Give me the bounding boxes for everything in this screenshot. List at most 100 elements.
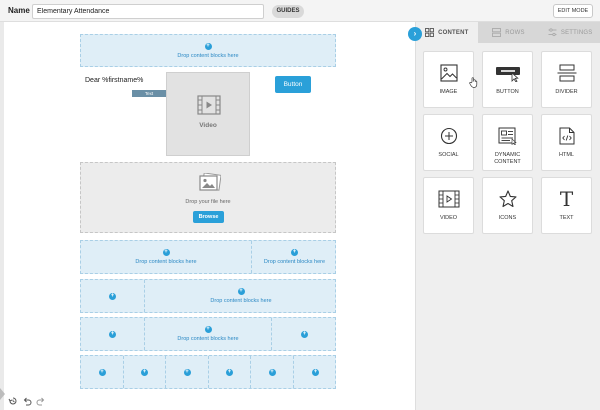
dynamic-content-icon	[498, 126, 518, 146]
tile-label: DIVIDER	[555, 89, 578, 95]
drop-column[interactable]: +	[81, 280, 145, 312]
collapse-left-arrow-icon[interactable]	[0, 388, 5, 400]
drop-column[interactable]: +	[209, 356, 251, 388]
tile-label: BUTTON	[496, 89, 519, 95]
video-icon	[438, 189, 460, 209]
tab-settings[interactable]: SETTINGS	[539, 22, 600, 43]
drop-text: Drop content blocks here	[177, 336, 239, 342]
content-block-icons[interactable]: ICONS	[482, 177, 533, 234]
content-block-html[interactable]: HTML	[541, 114, 592, 171]
image-upload-block[interactable]: Drop your file here Browse	[80, 162, 336, 233]
tile-label: IMAGE	[439, 89, 458, 95]
drop-column[interactable]: +	[294, 356, 337, 388]
grid-icon	[425, 28, 435, 37]
tile-label: TEXT	[559, 215, 574, 221]
tile-label: HTML	[559, 152, 574, 158]
browse-button[interactable]: Browse	[193, 211, 224, 223]
tab-label: ROWS	[505, 29, 525, 36]
plus-icon: +	[141, 368, 148, 376]
tab-content[interactable]: CONTENT	[416, 22, 478, 43]
content-block-button[interactable]: BUTTON	[482, 51, 533, 108]
drop-column[interactable]: + Drop content blocks here	[252, 241, 337, 273]
content-block-text[interactable]: T TEXT	[541, 177, 592, 234]
drop-text: Drop content blocks here	[135, 259, 197, 265]
video-block[interactable]: Video	[166, 72, 250, 156]
drop-column[interactable]: + Drop content blocks here	[81, 241, 252, 273]
tile-label: DYNAMIC CONTENT	[494, 152, 521, 165]
drop-column[interactable]: +	[124, 356, 166, 388]
content-block-divider[interactable]: DIVIDER	[541, 51, 592, 108]
drop-column[interactable]: + Drop content blocks here	[81, 35, 335, 66]
divider-icon	[557, 63, 577, 83]
rows-icon	[492, 28, 502, 37]
panel-toggle-chevron-icon[interactable]: ›	[408, 27, 422, 41]
history-toolbar	[8, 396, 46, 406]
plus-icon: +	[98, 368, 106, 376]
upload-text: Drop your file here	[185, 199, 231, 205]
plus-icon: +	[237, 288, 245, 295]
text-block-tag[interactable]: Text	[132, 90, 166, 97]
drop-zone-row[interactable]: + + Drop content blocks here +	[80, 317, 336, 351]
content-block-grid: IMAGE BUTTON DIVIDER SOCIAL	[423, 51, 595, 234]
drop-zone-row[interactable]: + + + + + +	[80, 355, 336, 389]
plus-icon: +	[162, 249, 170, 256]
history-icon[interactable]	[8, 396, 18, 406]
drop-zone-row[interactable]: + Drop content blocks here	[80, 34, 336, 67]
video-label: Video	[199, 122, 217, 129]
hand-cursor-icon	[469, 75, 479, 93]
drop-column[interactable]: + Drop content blocks here	[145, 280, 337, 312]
drop-column[interactable]: +	[81, 318, 145, 350]
tab-label: SETTINGS	[560, 29, 593, 36]
tile-label: VIDEO	[439, 215, 458, 221]
top-bar: Name GUIDES EDIT MODE	[0, 0, 600, 22]
plus-icon: +	[291, 249, 298, 256]
plus-icon: +	[109, 292, 116, 300]
content-block-image[interactable]: IMAGE	[423, 51, 478, 108]
text-icon: T	[559, 187, 574, 211]
image-icon	[439, 63, 458, 83]
drop-text: Drop content blocks here	[210, 298, 272, 304]
content-button[interactable]: Button	[275, 76, 311, 93]
left-rail	[0, 22, 4, 410]
settings-icon	[548, 28, 557, 37]
drop-zone-row[interactable]: + Drop content blocks here + Drop conten…	[80, 240, 336, 274]
plus-icon: +	[312, 368, 319, 376]
button-icon	[495, 63, 521, 83]
html-icon	[559, 126, 575, 146]
guides-button[interactable]: GUIDES	[272, 5, 304, 18]
tab-label: CONTENT	[438, 29, 469, 36]
content-block-video[interactable]: VIDEO	[423, 177, 474, 234]
drop-column[interactable]: +	[251, 356, 294, 388]
tile-label: ICONS	[498, 215, 517, 221]
drop-column[interactable]: +	[81, 356, 124, 388]
name-label: Name	[8, 6, 30, 15]
drop-column[interactable]: + Drop content blocks here	[145, 318, 272, 350]
social-icon	[440, 126, 458, 146]
star-icon	[498, 189, 517, 209]
drop-column[interactable]: +	[272, 318, 337, 350]
content-block-social[interactable]: SOCIAL	[423, 114, 474, 171]
plus-icon: +	[204, 326, 212, 333]
plus-icon: +	[268, 368, 276, 376]
name-input[interactable]	[32, 4, 264, 19]
undo-icon[interactable]	[22, 396, 32, 406]
greeting-text[interactable]: Dear %firstname%	[85, 77, 144, 84]
plus-icon: +	[204, 42, 212, 50]
drop-column[interactable]: +	[166, 356, 209, 388]
plus-icon: +	[226, 368, 233, 376]
panel-tabs: CONTENT ROWS SETTINGS	[416, 22, 600, 43]
content-block-dynamic-content[interactable]: DYNAMIC CONTENT	[482, 114, 533, 171]
image-upload-icon	[199, 172, 222, 198]
edit-mode-button[interactable]: EDIT MODE	[553, 4, 593, 18]
content-panel: CONTENT ROWS SETTINGS IMAGE	[415, 22, 600, 410]
plus-icon: +	[183, 368, 191, 376]
redo-icon[interactable]	[36, 396, 46, 406]
tile-label: SOCIAL	[438, 152, 459, 158]
tab-rows[interactable]: ROWS	[478, 22, 540, 43]
drop-zone-row[interactable]: + + Drop content blocks here	[80, 279, 336, 313]
plus-icon: +	[301, 330, 308, 338]
video-icon	[197, 95, 221, 120]
drop-text: Drop content blocks here	[177, 52, 239, 59]
drop-text: Drop content blocks here	[263, 259, 326, 265]
plus-icon: +	[109, 330, 116, 338]
